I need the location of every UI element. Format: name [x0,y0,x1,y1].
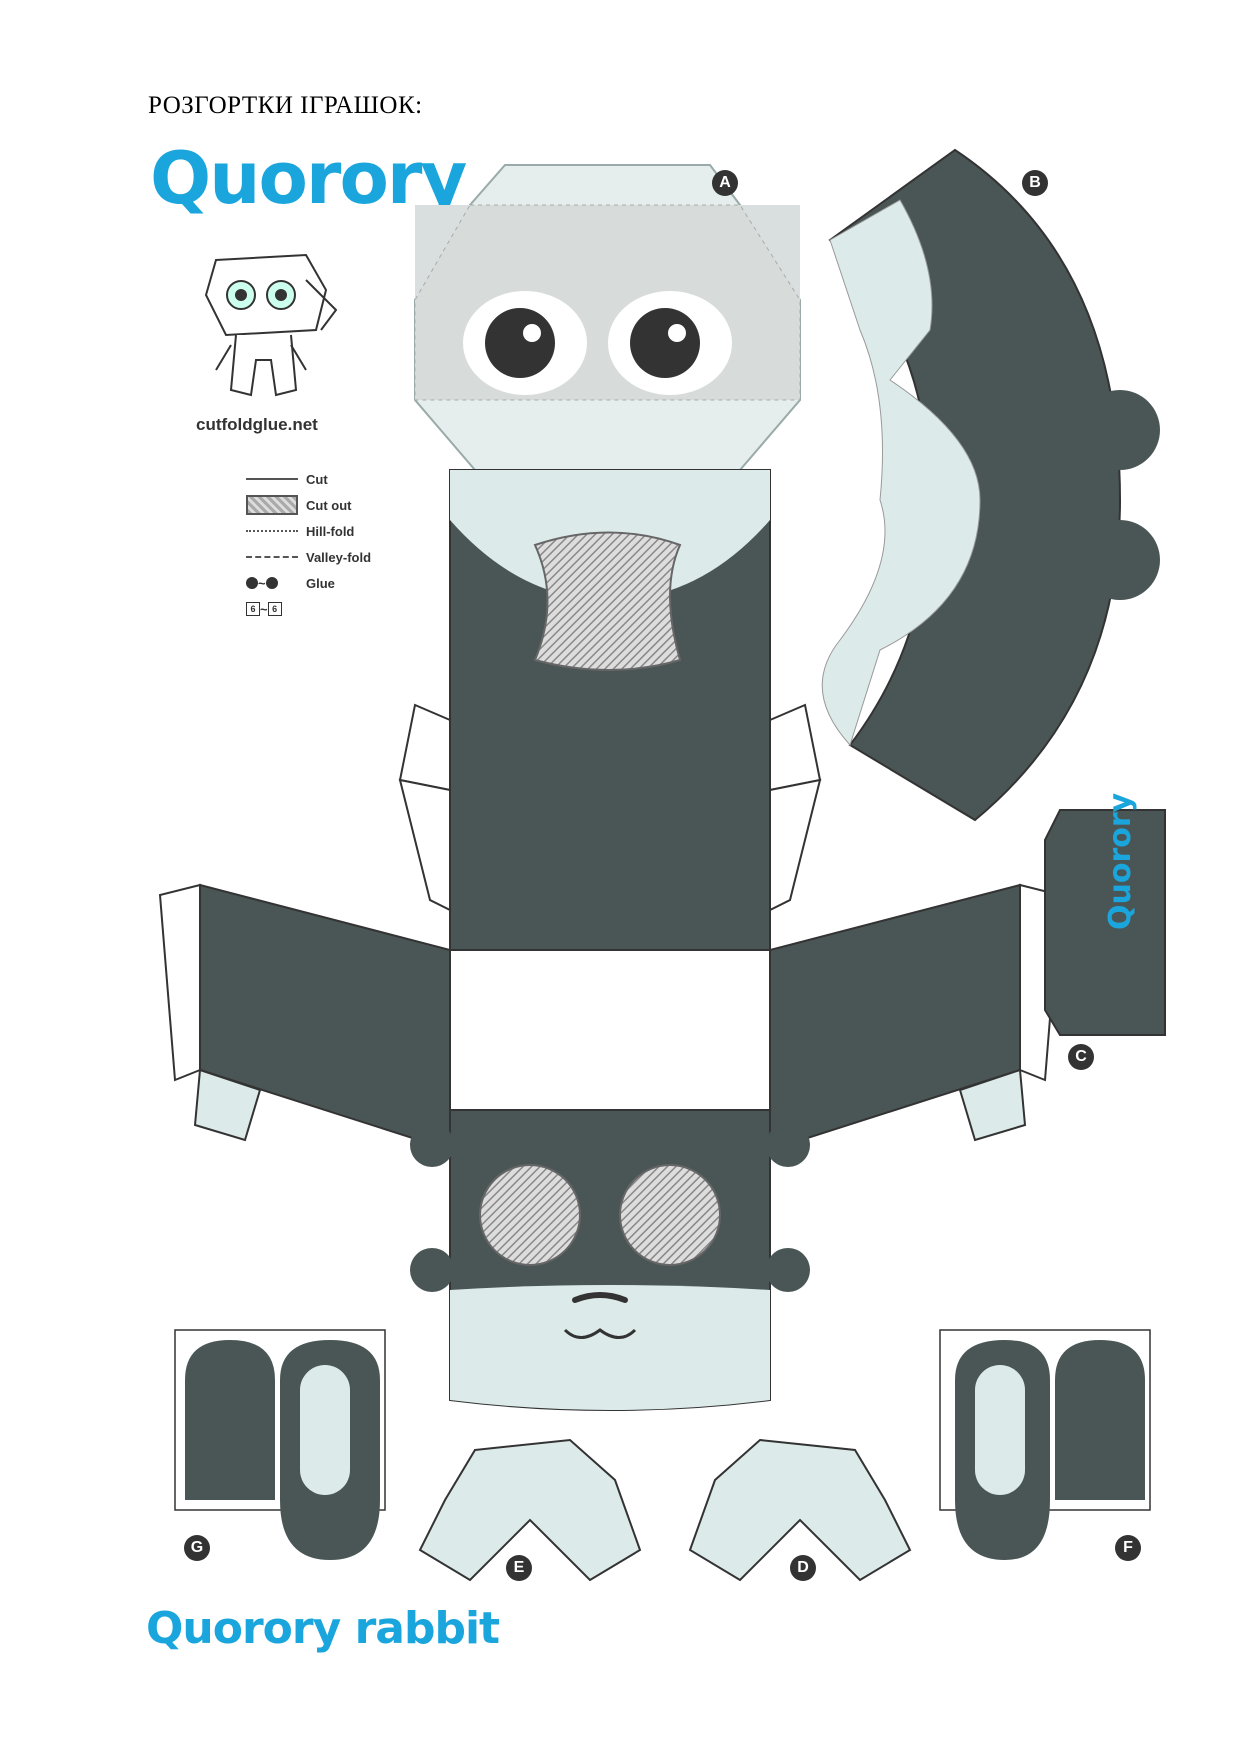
cut-line-icon [246,478,298,480]
part-a-label: A [712,170,738,196]
part-c-label: C [1068,1044,1094,1070]
page-heading: РОЗГОРТКИ ІГРАШОК: [148,92,423,119]
legend-cut-out: Cut out [246,492,371,518]
legend: Cut Cut out Hill-fold Valley-fold ~Glue … [246,466,371,622]
part-e-label: E [506,1555,532,1581]
part-d [688,1438,912,1582]
brand-logo-bottom: Quorory rabbit [146,1603,500,1654]
preview-figure-icon [204,253,338,397]
valley-fold-line-icon [246,556,298,558]
glue-square-symbol-icon: 6~6 [246,602,298,617]
legend-cut: Cut [246,466,371,492]
site-url: cutfoldglue.net [196,415,318,434]
part-e [418,1438,642,1582]
part-f [939,1329,1151,1560]
part-g [174,1329,386,1560]
hill-fold-line-icon [246,530,298,532]
legend-valley-fold-label: Valley-fold [306,549,372,565]
part-b-label: B [1022,170,1048,196]
part-c: Quorory [1044,792,1166,1036]
glue-symbol-icon: ~ [246,576,298,591]
legend-glue-square: 6~6 [246,596,371,622]
part-f-label: F [1115,1535,1141,1561]
legend-glue-label: Glue [306,575,335,591]
legend-glue: ~ Glue [246,570,371,596]
cut-out-swatch-icon [246,495,298,515]
legend-hill-fold-label: Hill-fold [306,523,355,539]
part-a-head [158,164,1062,1411]
part-b [821,148,1160,822]
legend-hill-fold: Hill-fold [246,518,371,544]
legend-cut-out-label: Cut out [306,497,352,513]
svg-text:Quorory: Quorory [1103,792,1138,930]
brand-logo-top: Quorory [150,136,467,220]
legend-valley-fold: Valley-fold [246,544,371,570]
part-g-label: G [184,1535,210,1561]
legend-cut-label: Cut [306,471,328,487]
part-d-label: D [790,1555,816,1581]
